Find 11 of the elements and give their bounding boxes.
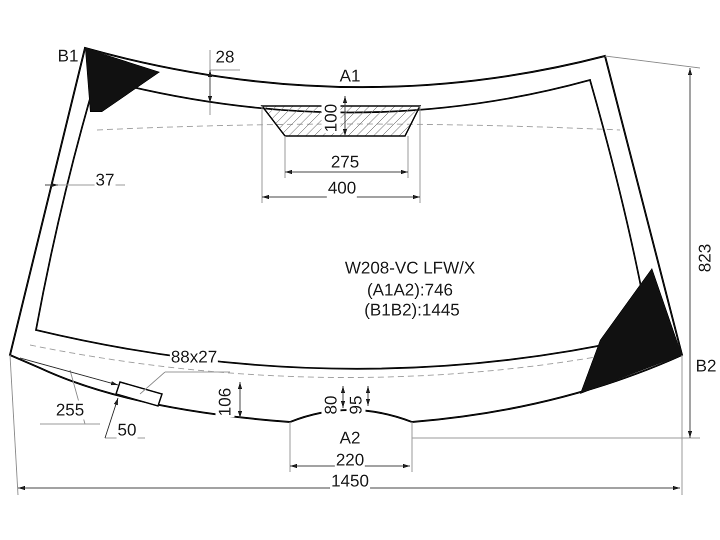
dimension-value: 220 [334,450,366,470]
dimension-value: 400 [326,178,358,198]
dimension-value: 255 [54,400,86,420]
dimension-value: 50 [116,420,138,440]
dimension-value: 80 [322,394,340,416]
measurement-note: (A1A2):746 [366,280,454,300]
measurement-note: (B1B2):1445 [363,300,461,320]
dimension-value: 100 [322,102,340,134]
dimension-value: 95 [346,394,366,416]
dimension-value: 106 [216,386,234,418]
dimension-value: 1450 [330,472,370,490]
